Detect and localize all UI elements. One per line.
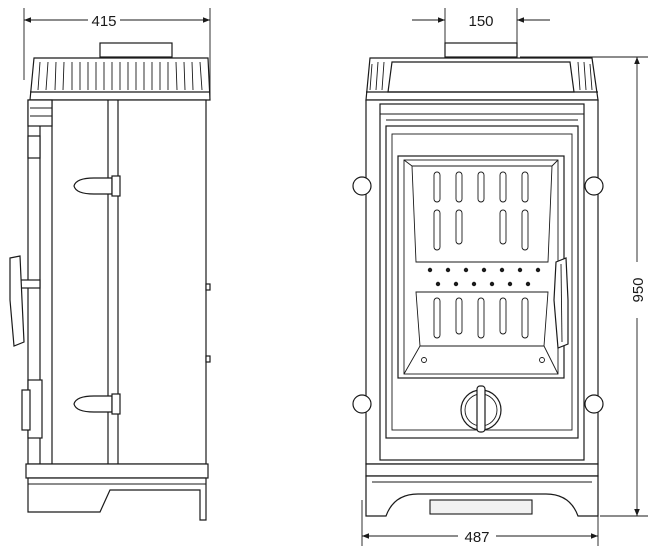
side-door-handle bbox=[9, 255, 41, 347]
dim-side-depth: 415 bbox=[23, 8, 211, 100]
side-air-control-lower bbox=[73, 393, 121, 415]
dim-flue-diameter: 150 bbox=[412, 8, 550, 43]
side-air-control-upper bbox=[73, 175, 121, 197]
dim-front-width-label: 487 bbox=[464, 529, 489, 546]
front-base bbox=[365, 463, 599, 517]
dim-height-label: 950 bbox=[630, 277, 647, 302]
firebox-window bbox=[397, 155, 565, 379]
dim-side-depth-label: 415 bbox=[91, 13, 116, 30]
side-top-casting bbox=[29, 57, 211, 101]
air-control-knob bbox=[460, 385, 502, 433]
dim-front-width: 487 bbox=[361, 500, 599, 546]
front-side-bolts bbox=[352, 176, 604, 414]
front-flue-collar bbox=[444, 42, 518, 58]
side-view bbox=[9, 42, 211, 521]
front-door bbox=[385, 125, 579, 439]
side-base bbox=[25, 463, 209, 521]
front-view bbox=[352, 42, 604, 517]
front-top-casting bbox=[365, 57, 599, 101]
dim-flue-diameter-label: 150 bbox=[468, 13, 493, 30]
front-door-handle bbox=[553, 257, 569, 349]
dim-height: 950 bbox=[520, 56, 648, 517]
